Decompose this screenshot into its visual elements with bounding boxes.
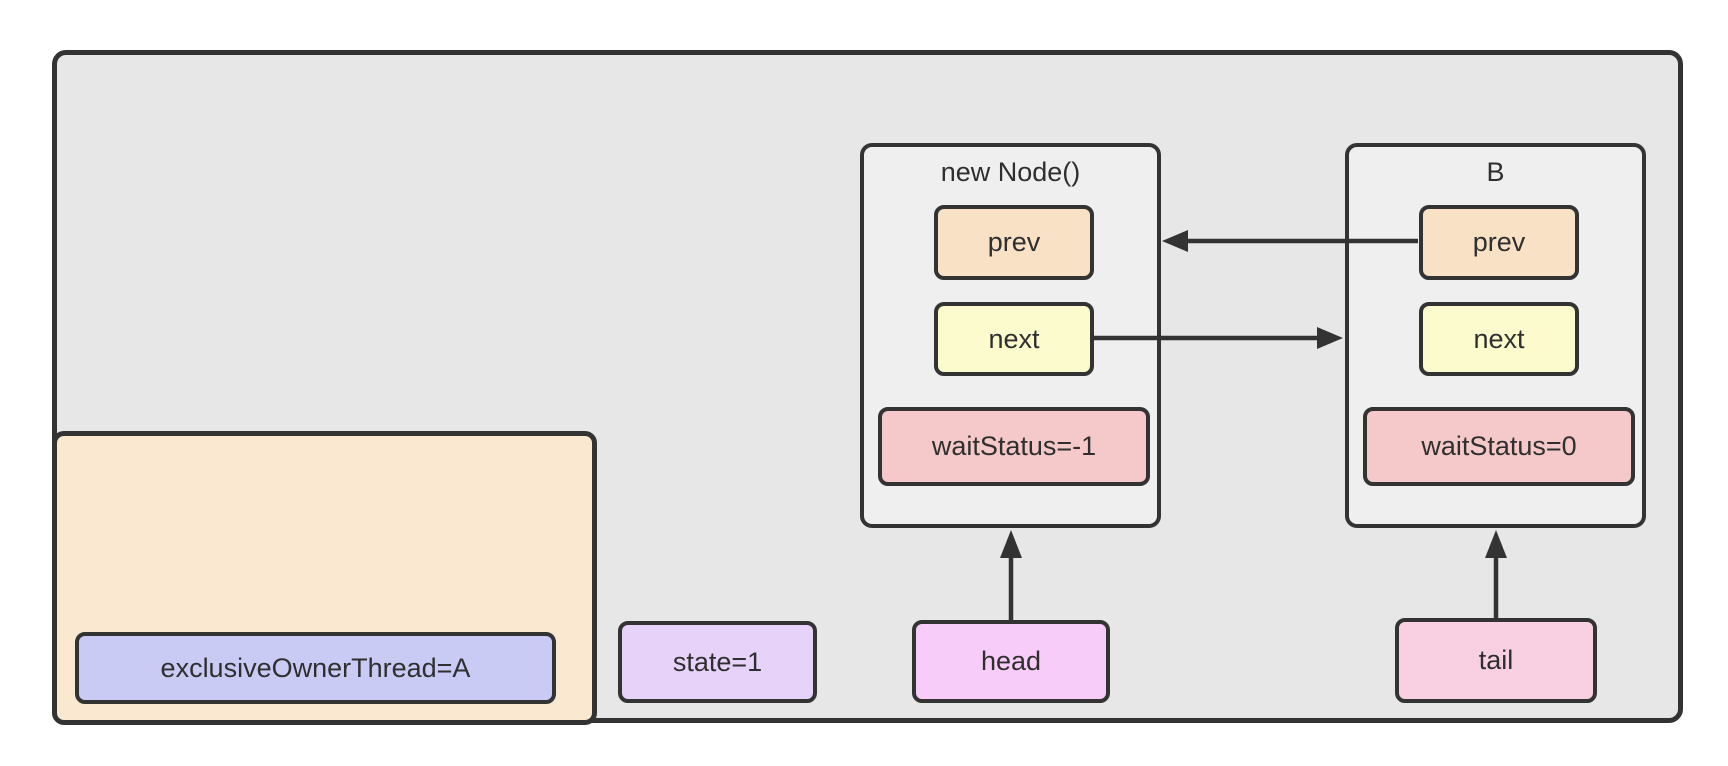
wait-status-field: waitStatus=-1 bbox=[878, 407, 1150, 486]
node-title: B bbox=[1486, 157, 1505, 187]
prev-field: prev bbox=[1419, 205, 1579, 280]
next-field: next bbox=[934, 302, 1094, 376]
prev-field: prev bbox=[934, 205, 1094, 280]
wait-status-field: waitStatus=0 bbox=[1363, 407, 1635, 486]
node-title: new Node() bbox=[940, 157, 1081, 187]
head-pointer-box: head bbox=[912, 620, 1110, 703]
state-box: state=1 bbox=[618, 621, 817, 703]
next-field: next bbox=[1419, 302, 1579, 376]
tail-pointer-box: tail bbox=[1395, 618, 1597, 703]
node-card-b: B prev next waitStatus=0 bbox=[1345, 143, 1646, 528]
exclusive-owner-thread-box: exclusiveOwnerThread=A bbox=[75, 632, 556, 704]
node-card-new-node: new Node() prev next waitStatus=-1 bbox=[860, 143, 1161, 528]
